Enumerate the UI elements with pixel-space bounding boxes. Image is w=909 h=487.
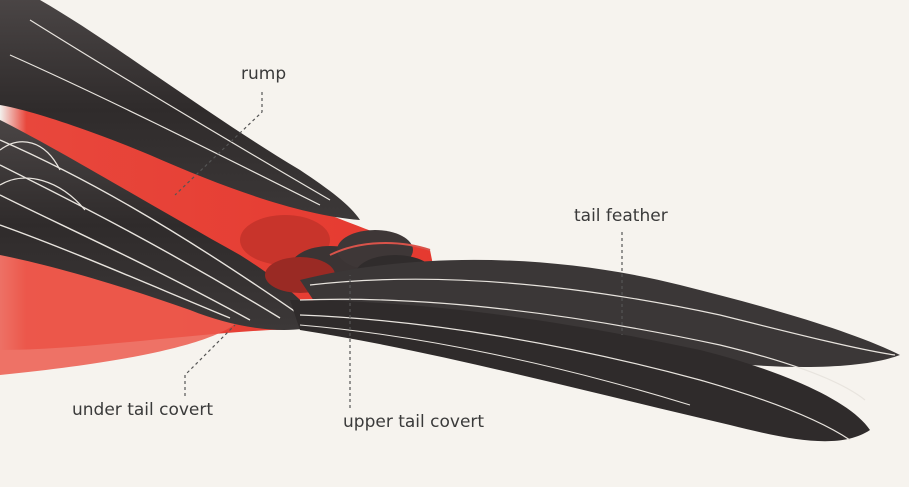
label-upper-tail-covert: upper tail covert <box>343 414 484 431</box>
label-under-tail-covert: under tail covert <box>72 402 213 419</box>
label-tail-feather: tail feather <box>574 208 668 225</box>
label-rump: rump <box>241 66 286 83</box>
